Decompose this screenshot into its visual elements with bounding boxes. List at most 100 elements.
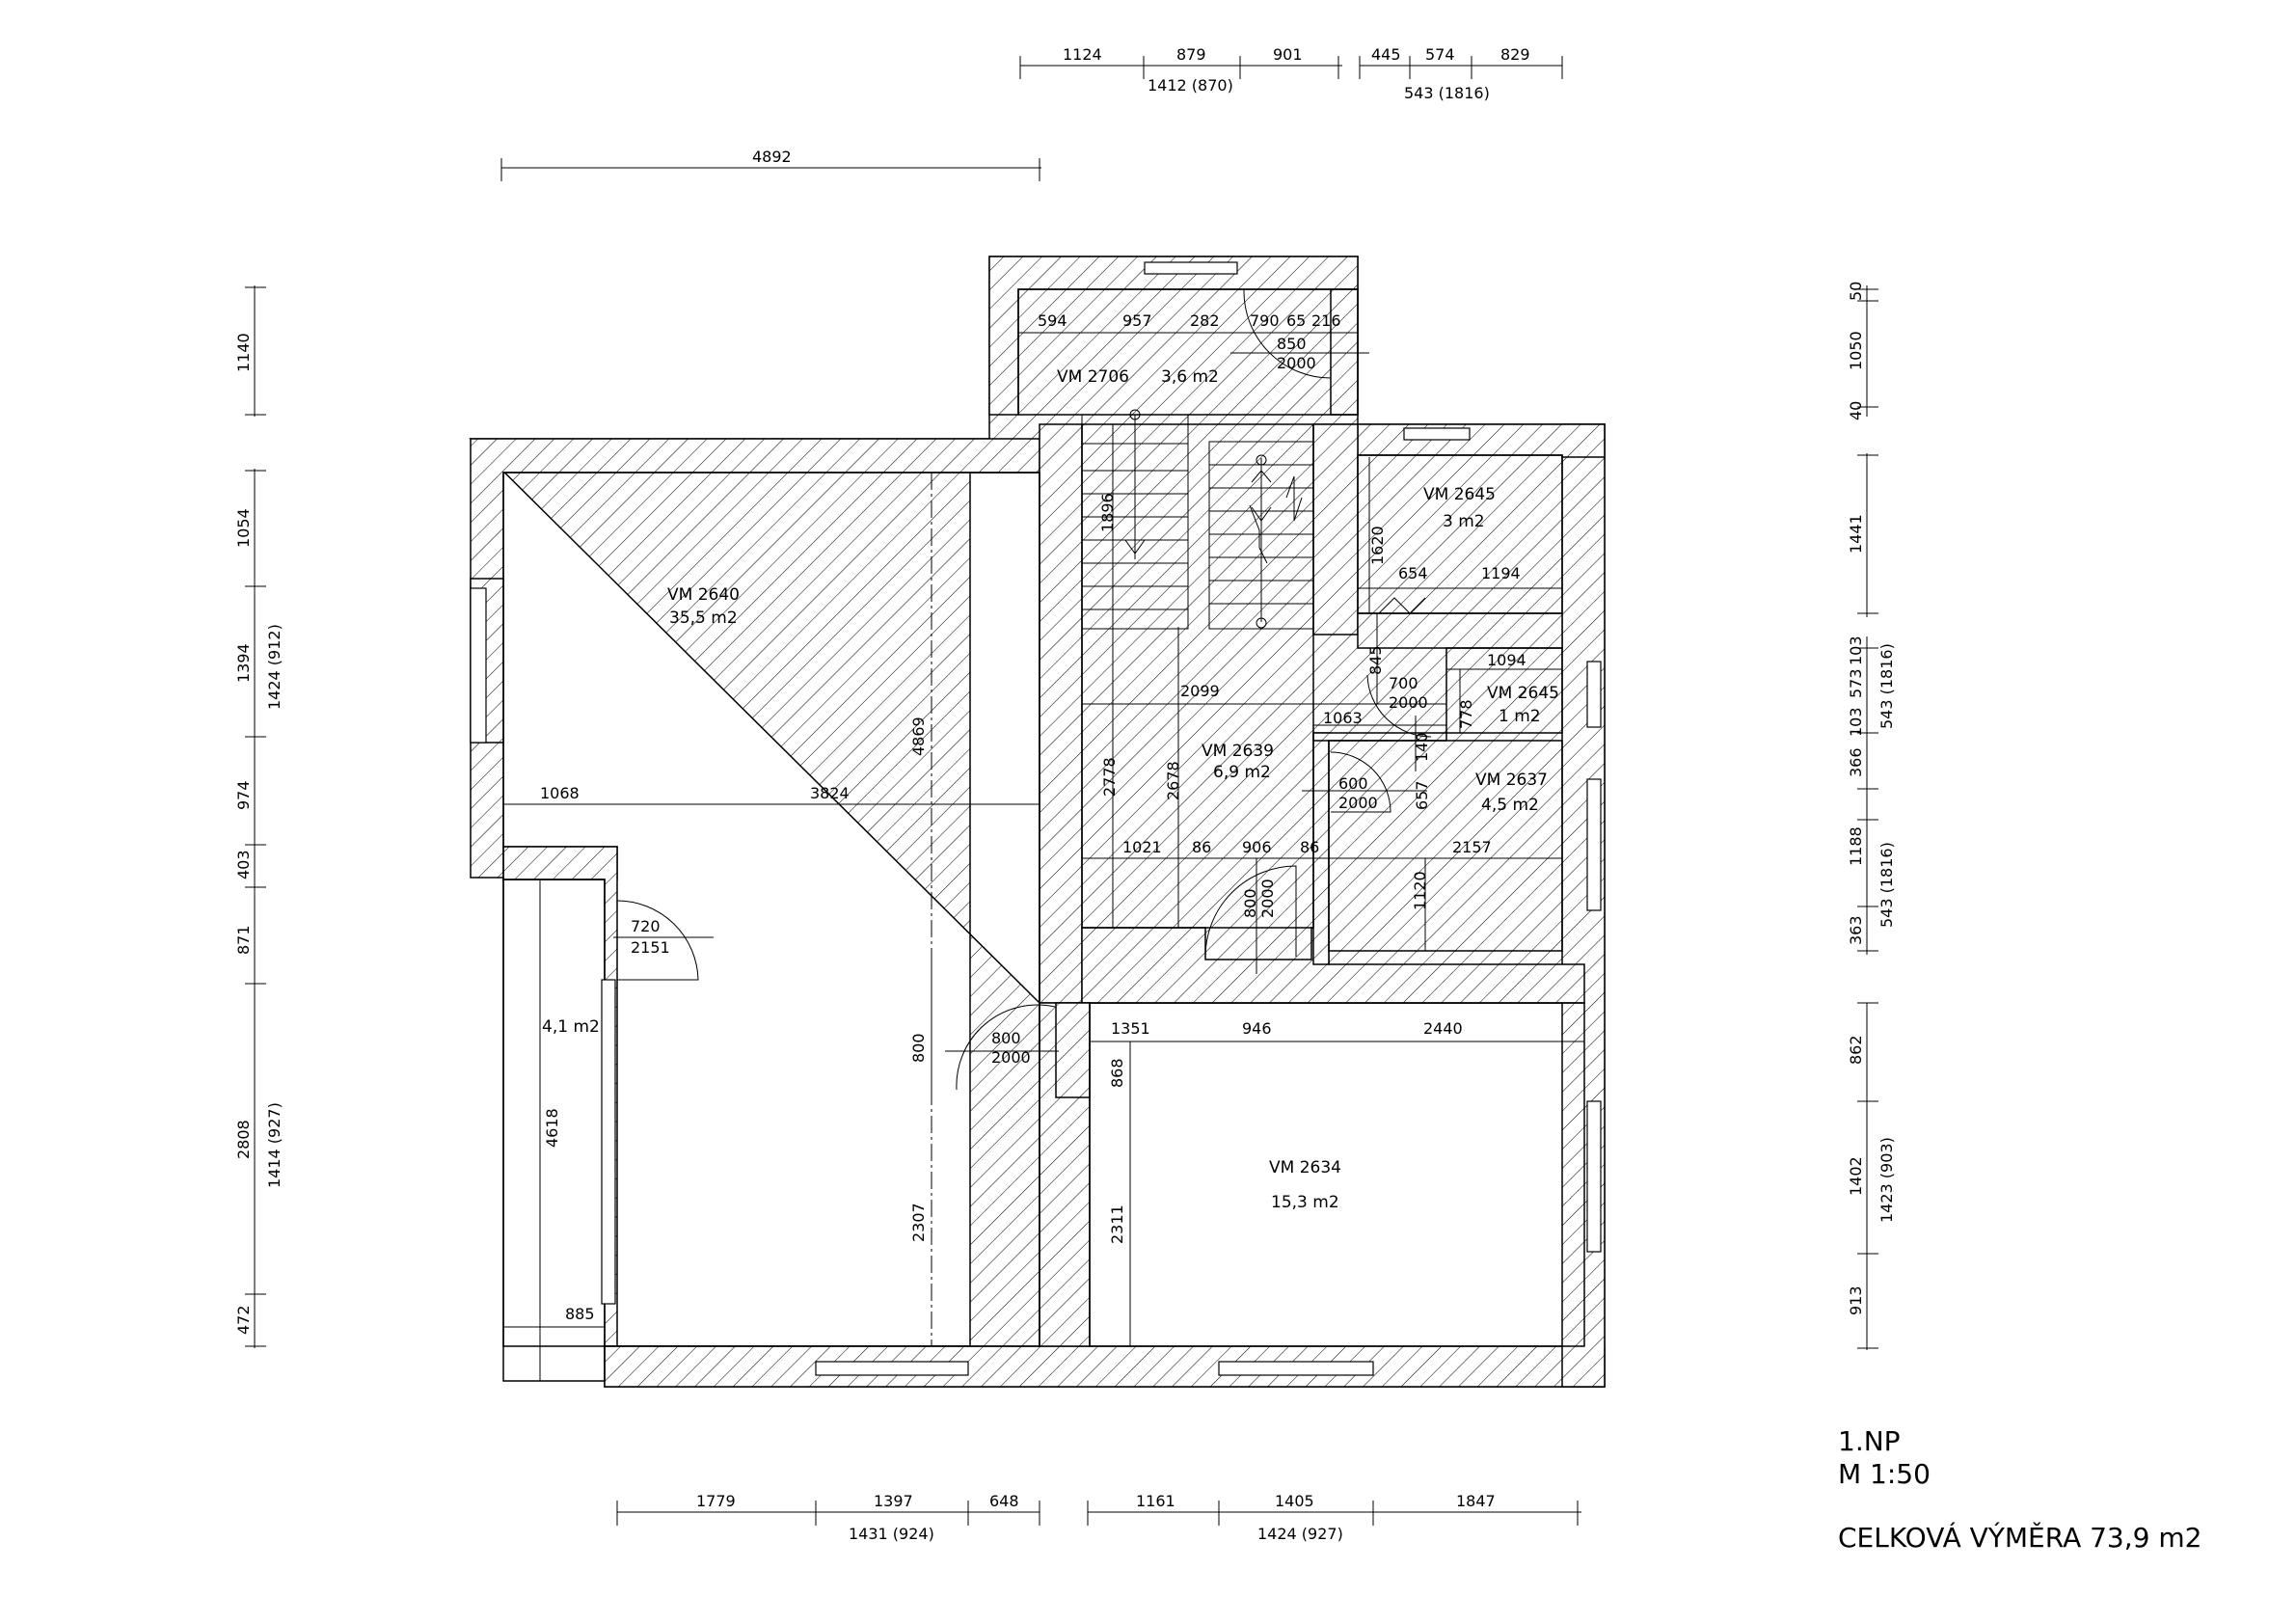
svg-text:574: 574 <box>1425 45 1455 64</box>
svg-text:1397: 1397 <box>874 1492 913 1510</box>
svg-text:850: 850 <box>1277 335 1307 353</box>
room-id: VM 2640 <box>667 585 740 605</box>
svg-text:868: 868 <box>1108 1058 1126 1088</box>
svg-text:862: 862 <box>1847 1035 1865 1065</box>
wall-wc-block <box>1312 423 1359 636</box>
svg-text:600: 600 <box>1338 774 1368 793</box>
svg-text:103: 103 <box>1847 636 1865 665</box>
svg-text:946: 946 <box>1242 1019 1272 1038</box>
svg-text:1394: 1394 <box>234 643 253 683</box>
svg-text:2000: 2000 <box>991 1048 1031 1067</box>
svg-text:366: 366 <box>1847 747 1865 777</box>
room-area: 1 m2 <box>1499 707 1541 726</box>
svg-text:4892: 4892 <box>752 148 792 166</box>
svg-text:913: 913 <box>1847 1285 1865 1315</box>
floor-label: 1.NP <box>1838 1425 1901 1457</box>
svg-text:1424 (927): 1424 (927) <box>1257 1525 1343 1543</box>
room-area: 15,3 m2 <box>1271 1193 1339 1212</box>
room-id: VM 2645 <box>1423 485 1496 504</box>
svg-text:543 (1816): 543 (1816) <box>1404 84 1490 102</box>
svg-text:573: 573 <box>1847 668 1865 698</box>
svg-text:1402: 1402 <box>1847 1156 1865 1196</box>
svg-text:103: 103 <box>1847 707 1865 737</box>
svg-text:648: 648 <box>989 1492 1019 1510</box>
svg-text:901: 901 <box>1273 45 1303 64</box>
svg-text:778: 778 <box>1457 699 1475 729</box>
svg-text:363: 363 <box>1847 915 1865 945</box>
room-area: 4,1 m2 <box>542 1017 600 1037</box>
svg-text:2157: 2157 <box>1452 838 1492 856</box>
svg-text:1050: 1050 <box>1847 331 1865 370</box>
interior-dimension-text: 594 957 282 790 65 216 850 2000 1896 162… <box>540 311 1526 1323</box>
svg-text:879: 879 <box>1176 45 1206 64</box>
svg-text:2000: 2000 <box>1389 693 1428 712</box>
interior-dims <box>503 332 1584 1381</box>
svg-text:1094: 1094 <box>1487 651 1526 669</box>
room-id: VM 2637 <box>1475 771 1548 790</box>
svg-text:1194: 1194 <box>1481 564 1521 582</box>
svg-text:282: 282 <box>1190 311 1220 330</box>
svg-text:1620: 1620 <box>1368 526 1387 565</box>
svg-text:50: 50 <box>1847 282 1865 301</box>
svg-text:2307: 2307 <box>909 1203 928 1242</box>
svg-text:2440: 2440 <box>1423 1019 1463 1038</box>
svg-text:2678: 2678 <box>1164 761 1182 800</box>
svg-text:86: 86 <box>1192 838 1211 856</box>
svg-text:86: 86 <box>1300 838 1319 856</box>
svg-text:1021: 1021 <box>1122 838 1162 856</box>
room-id: VM 2639 <box>1202 742 1274 761</box>
svg-text:654: 654 <box>1398 564 1428 582</box>
svg-text:1140: 1140 <box>234 333 253 372</box>
svg-text:1431 (924): 1431 (924) <box>849 1525 934 1543</box>
svg-text:1414 (927): 1414 (927) <box>265 1102 284 1188</box>
svg-text:1351: 1351 <box>1111 1019 1150 1038</box>
svg-text:1424 (912): 1424 (912) <box>265 624 284 710</box>
room-area: 35,5 m2 <box>669 609 738 628</box>
svg-text:790: 790 <box>1250 311 1280 330</box>
dimension-chains <box>245 56 1878 1526</box>
svg-text:472: 472 <box>234 1305 253 1335</box>
svg-text:2151: 2151 <box>631 938 670 957</box>
svg-text:720: 720 <box>631 917 661 935</box>
svg-text:2099: 2099 <box>1180 682 1220 700</box>
wall-mid-vert <box>1039 423 1083 1004</box>
svg-text:1161: 1161 <box>1136 1492 1175 1510</box>
svg-text:1779: 1779 <box>696 1492 736 1510</box>
svg-text:2311: 2311 <box>1108 1204 1126 1244</box>
svg-text:40: 40 <box>1847 401 1865 420</box>
svg-text:4869: 4869 <box>909 717 928 756</box>
svg-text:65: 65 <box>1286 311 1306 330</box>
svg-text:2808: 2808 <box>234 1120 253 1159</box>
doors <box>616 288 1432 1091</box>
wall-bottom <box>604 1345 1606 1388</box>
wall-top-room-right <box>1330 288 1359 416</box>
svg-text:800: 800 <box>909 1033 928 1063</box>
room-labels: VM 2706 3,6 m2 VM 2640 35,5 m2 VM 2645 3… <box>542 367 1559 1212</box>
room-id: VM 2706 <box>1057 367 1129 387</box>
svg-text:906: 906 <box>1242 838 1272 856</box>
svg-text:543 (1816): 543 (1816) <box>1877 643 1896 729</box>
svg-text:974: 974 <box>234 780 253 810</box>
svg-text:403: 403 <box>234 850 253 879</box>
svg-text:800: 800 <box>991 1029 1021 1047</box>
svg-text:140: 140 <box>1413 732 1431 762</box>
svg-text:1063: 1063 <box>1323 709 1363 727</box>
svg-text:2778: 2778 <box>1100 757 1119 797</box>
room-area: 3,6 m2 <box>1161 367 1219 387</box>
windows <box>470 261 1602 1376</box>
svg-text:216: 216 <box>1311 311 1341 330</box>
svg-text:1054: 1054 <box>234 508 253 548</box>
svg-text:657: 657 <box>1413 780 1431 810</box>
drawing-legend: 1.NP M 1:50 CELKOVÁ VÝMĚRA 73,9 m2 <box>1838 1425 2201 1554</box>
svg-text:957: 957 <box>1122 311 1152 330</box>
svg-text:3824: 3824 <box>810 784 850 802</box>
svg-text:845: 845 <box>1366 645 1385 675</box>
total-area-label: CELKOVÁ VÝMĚRA 73,9 m2 <box>1838 1521 2201 1554</box>
svg-text:1847: 1847 <box>1456 1492 1496 1510</box>
wall-door-pier <box>1055 1002 1091 1098</box>
room-area: 4,5 m2 <box>1481 796 1539 815</box>
room-id: VM 2634 <box>1269 1158 1341 1177</box>
scale-label: M 1:50 <box>1838 1458 1931 1490</box>
svg-text:1068: 1068 <box>540 784 580 802</box>
